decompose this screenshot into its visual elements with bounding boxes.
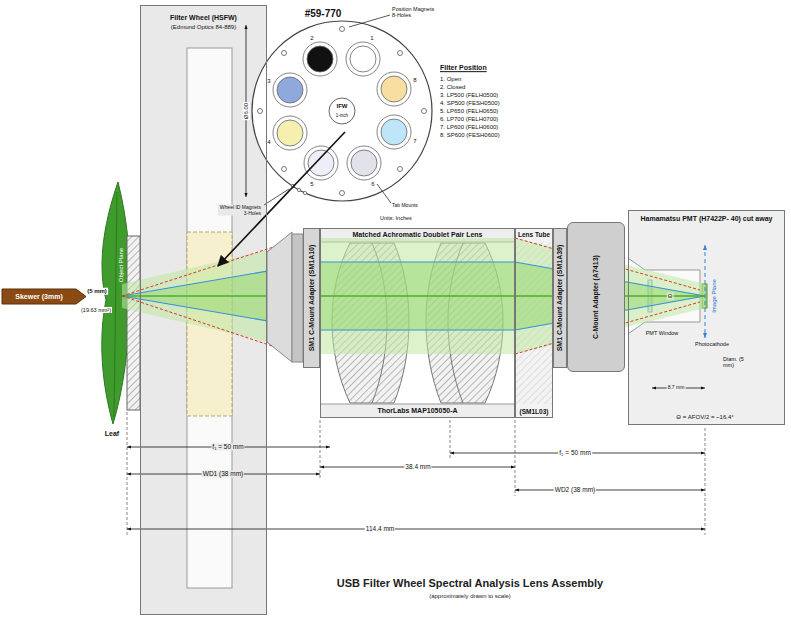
position-number: 5 [310, 181, 313, 188]
part-label: Skewer (3mm) [2, 292, 76, 300]
part-label: Diam. (5 mm) [723, 356, 751, 368]
callout-text: Tab Mounts [392, 203, 418, 209]
position-number: 6 [371, 181, 374, 188]
part-label: Photocathode [694, 341, 730, 347]
dimension: (19.63 mm²) [80, 307, 112, 313]
note: Units: Inches [380, 215, 412, 221]
position-number: 7 [413, 138, 416, 145]
angle-symbol: Θ [667, 293, 674, 300]
part-label: SM1 C-Mount Adapter (SM1A10) [307, 243, 315, 354]
hub-label: IFW [337, 103, 348, 110]
lens-assembly-box: Matched Achromatic Doublet Pair LensThor… [320, 228, 515, 418]
part-label: Filter Wheel (HSFW) [141, 14, 266, 22]
hub-label: 1-inch [336, 114, 348, 119]
adapter-box: SM1 C-Mount Adapter (SM1A10) [303, 228, 320, 368]
dimension: f₁ = 50 mm [211, 443, 244, 450]
table-row: 7. LP600 (FELH0600) [440, 124, 498, 131]
dimension: WD2 (38 mm) [554, 486, 596, 493]
position-number: 8 [413, 77, 416, 84]
lens-tube-box: Lens Tube (SM1L03) [515, 228, 553, 418]
dimension: Ø6.00 [243, 102, 250, 120]
position-number: 1 [370, 35, 373, 42]
dimension: 8.7 mm [667, 385, 686, 391]
part-number: ThorLabs MAP105050-A [321, 407, 514, 415]
adapter-box: C-Mount Adapter (A7413) [567, 222, 625, 372]
part-label: Lens Tube [516, 231, 552, 238]
part-label: Matched Achromatic Doublet Pair Lens [321, 231, 514, 239]
table-row: 5. LP650 (FELH0650) [440, 108, 498, 115]
table-row: 6. LP700 (FELH0700) [440, 116, 498, 123]
pmt-housing-box: Hamamatsu PMT (H7422P- 40) cut away [628, 210, 785, 425]
dimension: 38.4 mm [404, 463, 431, 470]
plane-label: Object Plane [118, 248, 125, 282]
dimension: 114.4 mm [365, 525, 395, 532]
diagram-title: USB Filter Wheel Spectral Analysis Lens … [337, 577, 603, 589]
table-heading: Filter Position [440, 64, 487, 72]
position-number: 3 [267, 78, 270, 85]
part-label: PMT Window [645, 330, 680, 336]
table-row: 3. LP500 (FELH0500) [440, 92, 498, 99]
dimension: WD1 (38 mm) [202, 470, 244, 477]
dimension: (5 mm) [86, 288, 108, 295]
part-label: C-Mount Adapter (A7413) [592, 253, 600, 341]
position-number: 4 [267, 139, 270, 146]
table-row: 1. Open [440, 76, 461, 83]
skewer-arrow: Skewer (3mm) [2, 289, 86, 304]
part-label: Leaf [105, 430, 119, 438]
table-row: 2. Closed [440, 84, 465, 91]
part-number: (SM1L03) [516, 408, 552, 415]
part-number: #59-770 [305, 8, 342, 19]
adapter-box: SM1 C-Mount Adapter (SM1A39) [553, 228, 567, 368]
callout-text: Wheel ID Magnets 3-Holes [218, 205, 262, 216]
part-number: (Edmund Optics 84-889) [141, 24, 266, 31]
note: Θ = AFOV/2 = ~16.4° [675, 414, 734, 421]
part-label: Hamamatsu PMT (H7422P- 40) cut away [629, 215, 784, 223]
diagram-caption: (approximately drawn to scale) [429, 593, 511, 600]
part-label: SM1 C-Mount Adapter (SM1A39) [556, 243, 564, 354]
table-row: 8. SP600 (FESH0600) [440, 132, 500, 139]
callout-text: Position Magnets 8-Holes [392, 6, 436, 18]
position-number: 2 [310, 35, 313, 42]
plane-label: Image Plane [711, 279, 718, 313]
dimension: f₂ = 50 mm [558, 449, 592, 456]
filter-wheel-band: Filter Wheel (HSFW) (Edmund Optics 84-889… [140, 5, 267, 615]
table-row: 4. SP500 (FESH0500) [440, 100, 500, 107]
